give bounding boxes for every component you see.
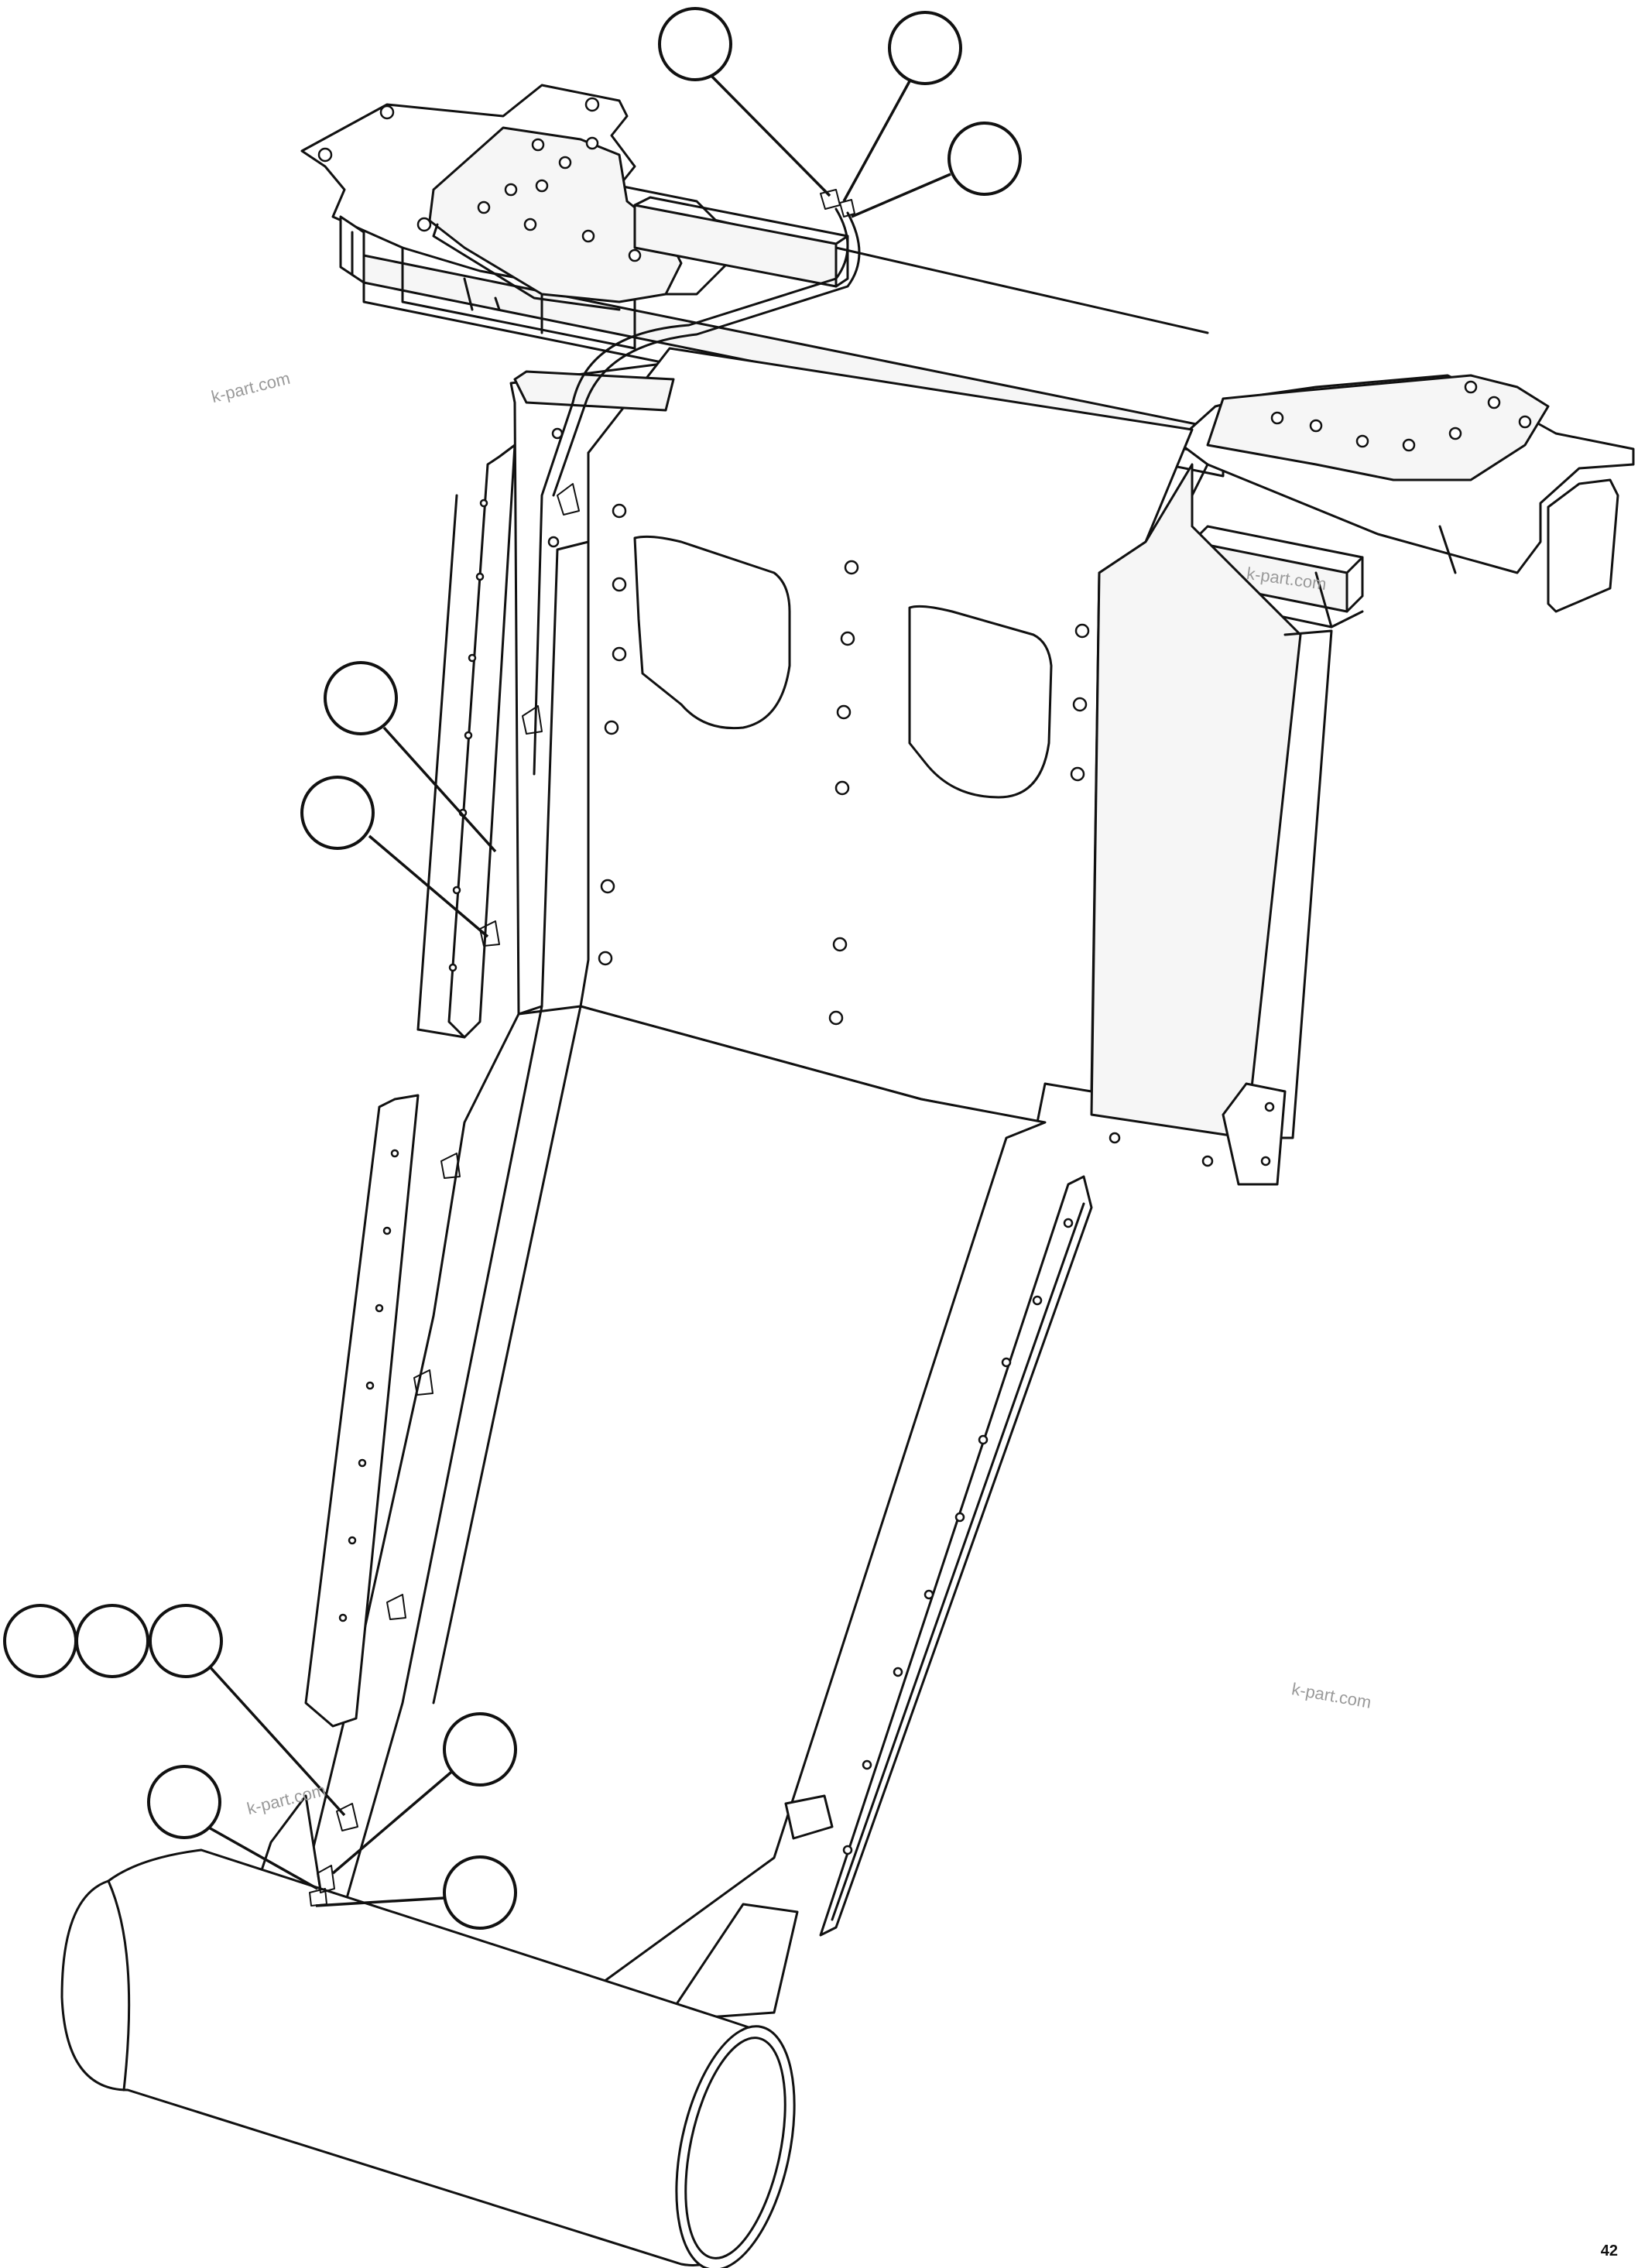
- drum-roller: [60, 1848, 796, 2268]
- callout-top-2: [888, 11, 962, 85]
- figure-number: 42: [1600, 2242, 1618, 2259]
- right-mount-bracket: [1175, 374, 1635, 629]
- callout-leaders: [206, 73, 951, 1907]
- callout-mid-2: [300, 776, 375, 850]
- upper-boom-housing: [509, 347, 1333, 1186]
- callout-mid-1: [324, 661, 398, 735]
- callout-bottom-2: [75, 1604, 149, 1678]
- left-mount-bracket: [300, 84, 849, 350]
- callout-circles: [3, 7, 1022, 1930]
- callout-bottom-6: [443, 1855, 517, 1930]
- callout-bottom-4: [147, 1765, 221, 1839]
- callout-top-1: [658, 7, 732, 81]
- callout-bottom-3: [149, 1604, 223, 1678]
- callout-bottom-5: [443, 1712, 517, 1787]
- hydraulic-hose: [533, 189, 861, 776]
- callout-bottom-1: [3, 1604, 77, 1678]
- callout-top-3: [948, 122, 1022, 196]
